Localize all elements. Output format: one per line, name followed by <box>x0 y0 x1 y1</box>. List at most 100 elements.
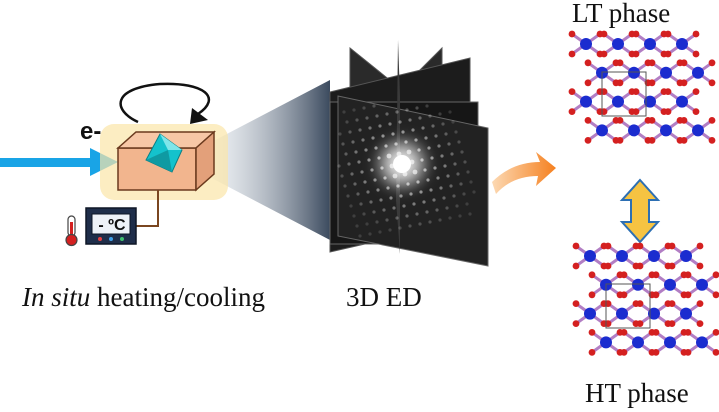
diffraction-spot <box>337 164 341 168</box>
atom-red <box>708 137 716 144</box>
diffraction-spot <box>353 182 357 186</box>
diffraction-spot <box>469 180 473 184</box>
diffraction-spot <box>345 120 349 124</box>
atom-red <box>588 291 596 299</box>
atom-red <box>684 329 692 336</box>
diffraction-spot <box>347 162 351 166</box>
electron-beam <box>0 158 92 167</box>
diffraction-spot <box>411 128 415 132</box>
diffraction-spot <box>348 130 352 134</box>
diffraction-spot <box>362 106 366 110</box>
atom-blue <box>596 124 608 137</box>
diffraction-spot <box>375 220 379 224</box>
in-situ-rest: heating/cooling <box>90 282 265 312</box>
diffraction-spot <box>361 138 365 142</box>
atom-red <box>692 88 700 95</box>
diffraction-spot <box>447 142 451 146</box>
diffraction-spot <box>466 170 470 174</box>
temperature-controller <box>85 207 137 245</box>
diffraction-spot <box>364 148 368 152</box>
diffraction-stack <box>329 40 489 267</box>
diffraction-spot <box>408 118 412 122</box>
diffraction-spot <box>437 144 441 148</box>
diffraction-spot <box>399 194 403 198</box>
atom-red <box>604 242 612 250</box>
diffraction-spot <box>441 122 445 126</box>
sample-holder <box>100 124 228 200</box>
atom-red <box>584 59 592 67</box>
diffraction-spot <box>360 170 364 174</box>
unit-cell <box>605 283 651 329</box>
atom-red <box>696 262 704 270</box>
atom-red <box>568 30 576 38</box>
atom-blue <box>612 38 624 50</box>
atom-red <box>680 79 688 87</box>
diffraction-spot <box>458 214 462 218</box>
atom-blue <box>664 278 676 291</box>
atom-red <box>568 50 576 58</box>
atom-blue <box>584 250 596 262</box>
diffraction-spot <box>459 182 463 186</box>
diffraction-spot <box>369 200 373 204</box>
atom-red <box>684 349 692 356</box>
double-arrow-icon <box>619 178 661 244</box>
atom-blue <box>692 66 704 79</box>
diffraction-spot <box>395 110 399 114</box>
diffraction-spot <box>338 132 342 136</box>
diffraction-spot <box>368 232 372 236</box>
diffraction-spot <box>372 210 376 214</box>
atom-red <box>584 79 592 87</box>
diffraction-spot <box>351 140 355 144</box>
atom-red <box>708 117 716 124</box>
diffraction-spot <box>378 230 382 234</box>
diffraction-spot <box>460 150 464 154</box>
diffraction-spot <box>424 136 428 140</box>
atom-red <box>568 108 576 115</box>
atom-red <box>668 300 676 307</box>
atom-blue <box>600 336 612 349</box>
atom-blue <box>632 336 644 349</box>
atom-red <box>636 300 644 307</box>
diffraction-spot <box>457 140 461 144</box>
diffraction-spot <box>350 172 354 176</box>
atom-red <box>600 30 608 38</box>
diffraction-spot <box>376 188 380 192</box>
diffraction-spot <box>382 208 386 212</box>
3d-ed-label: 3D ED <box>346 282 422 312</box>
electron-label: e- <box>80 118 102 145</box>
diffraction-spot <box>442 196 446 200</box>
atom-blue <box>696 336 708 349</box>
diffraction-spot <box>352 108 356 112</box>
atom-blue <box>628 124 640 137</box>
controller-wire <box>132 190 159 227</box>
atom-red <box>696 242 704 250</box>
diffraction-spot <box>455 204 459 208</box>
atom-red <box>696 300 704 307</box>
atom-red <box>692 50 700 58</box>
diffraction-spot <box>418 222 422 226</box>
atom-red <box>616 79 624 87</box>
diffraction-spot <box>452 194 456 198</box>
diffraction-spot <box>392 206 396 210</box>
atom-blue <box>632 278 644 291</box>
diffraction-spot <box>436 176 440 180</box>
atom-red <box>692 108 700 115</box>
diffraction-spot <box>362 212 366 216</box>
diffraction-spot <box>342 110 346 114</box>
atom-red <box>696 320 704 327</box>
diffraction-spot <box>440 154 444 158</box>
diffraction-spot <box>435 208 439 212</box>
diffraction-spot <box>422 200 426 204</box>
atom-blue <box>644 95 656 108</box>
diffraction-spot <box>356 192 360 196</box>
atom-red <box>664 30 672 38</box>
diffraction-spot <box>355 224 359 228</box>
diffraction-spot <box>358 128 362 132</box>
atom-red <box>648 79 656 87</box>
atom-red <box>632 108 640 115</box>
diffraction-spot <box>359 202 363 206</box>
diffraction-spot <box>401 130 405 134</box>
atom-red <box>712 329 719 336</box>
diffraction-spot <box>365 222 369 226</box>
